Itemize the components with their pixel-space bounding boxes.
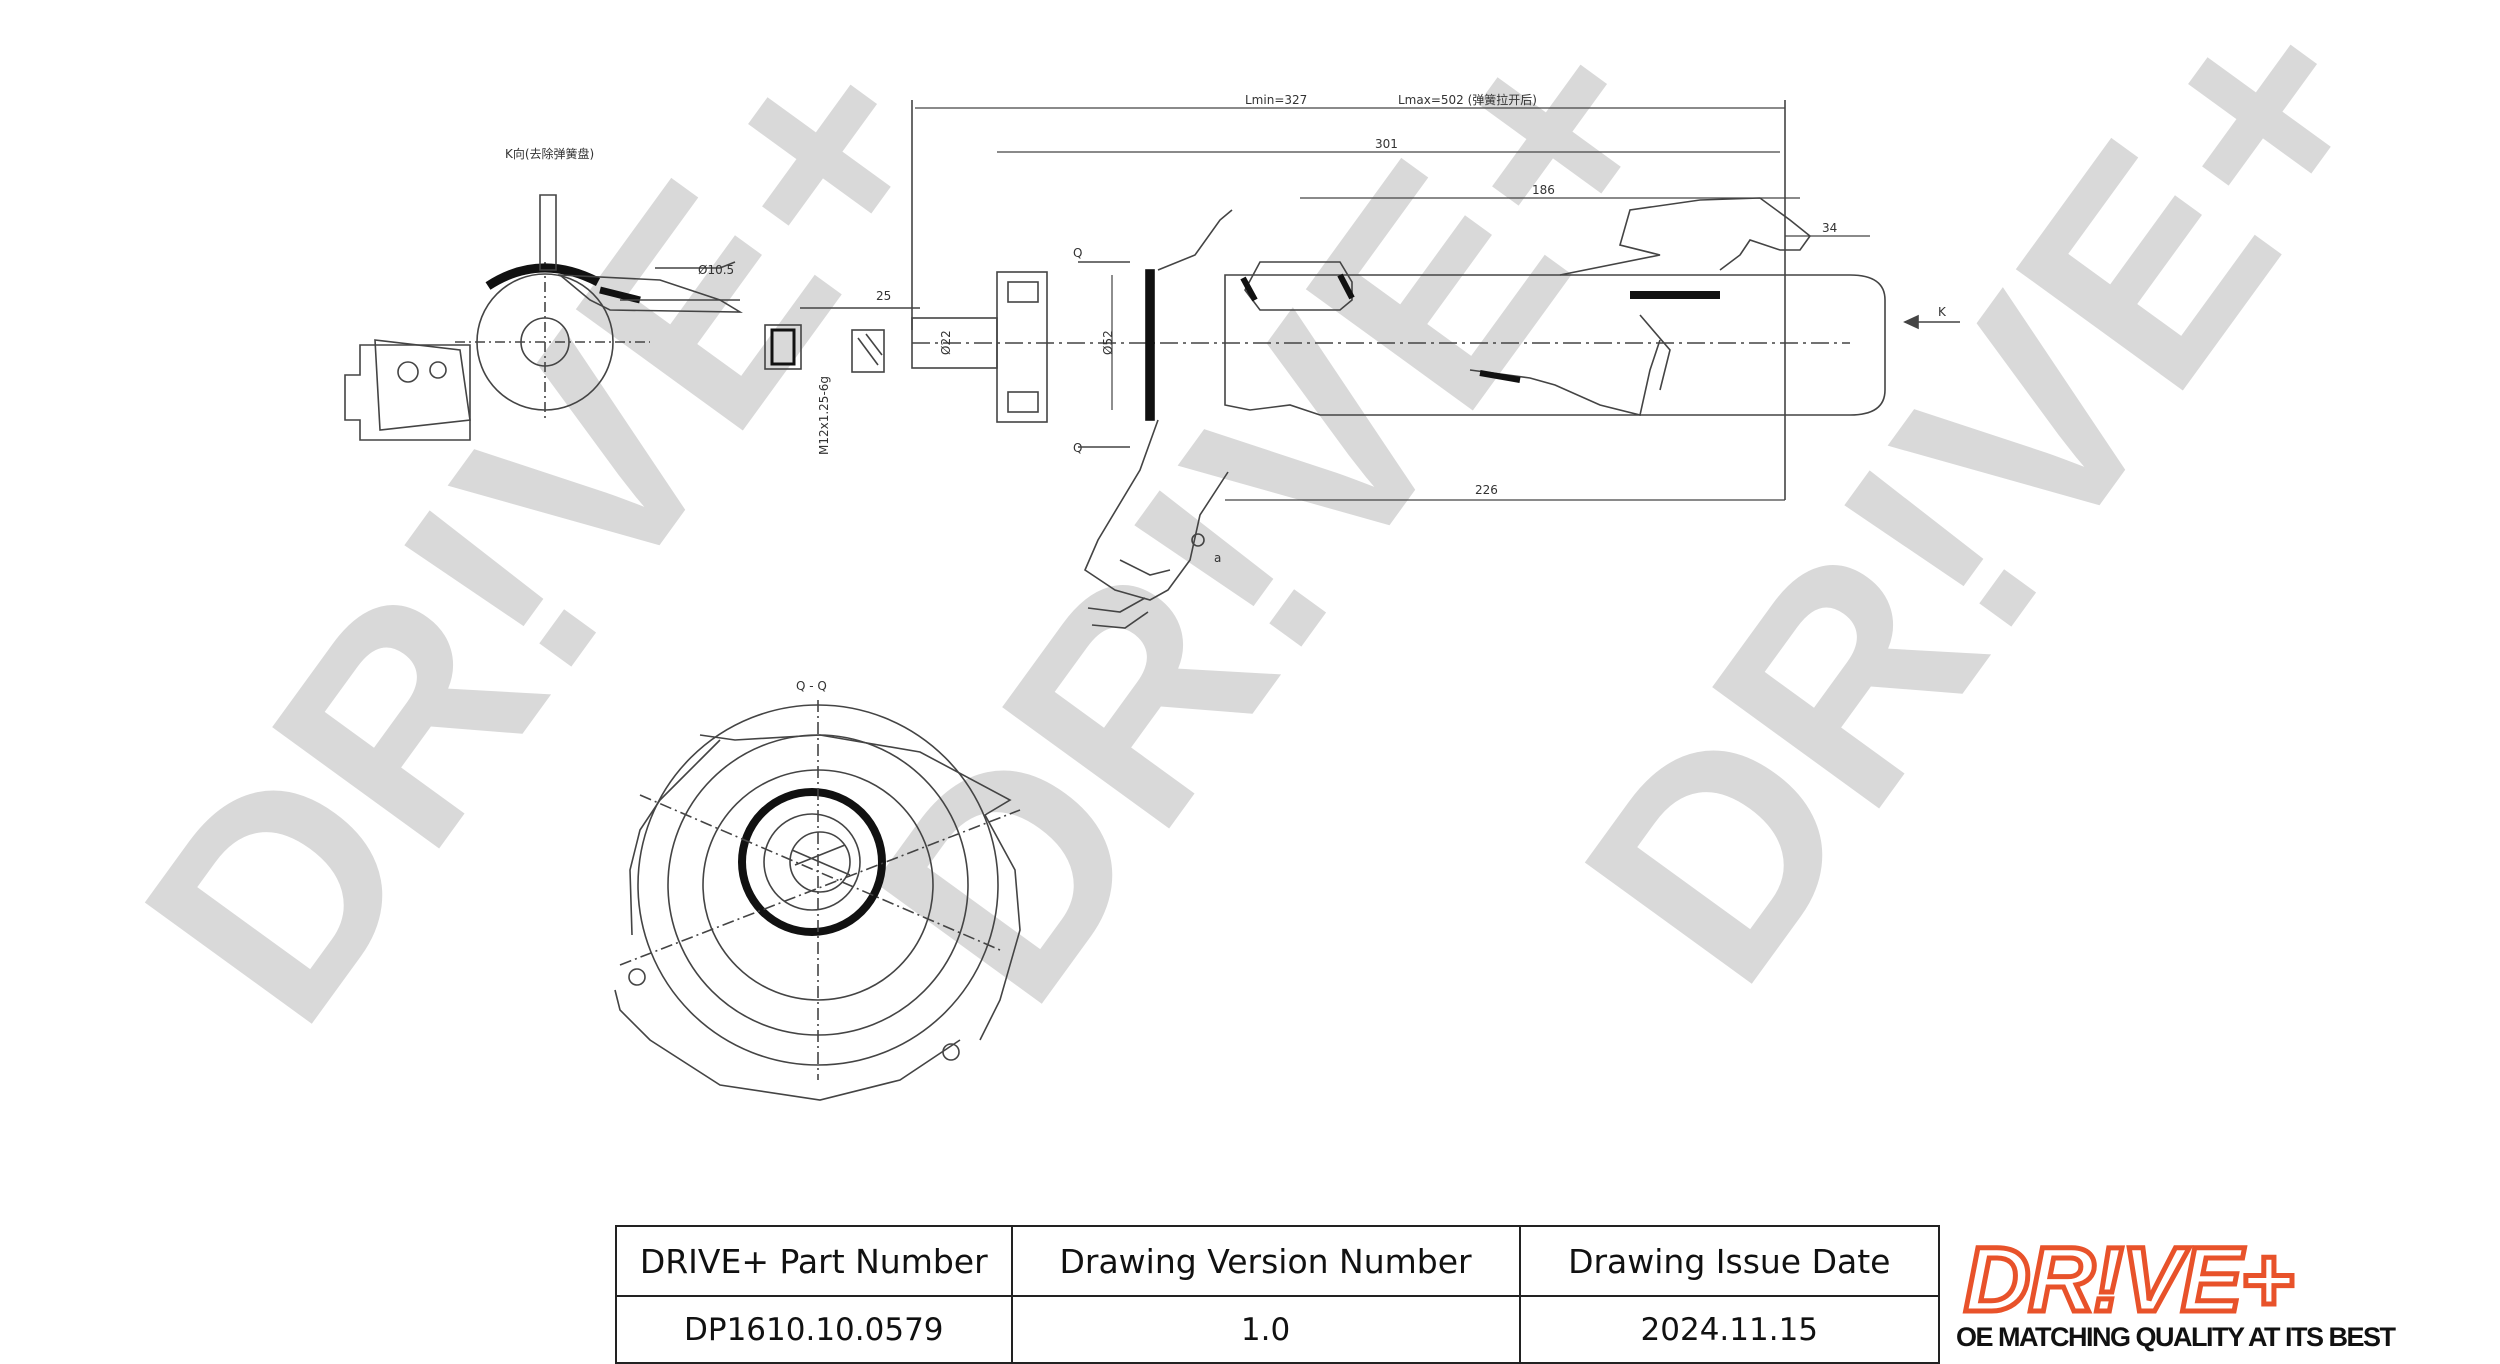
dim-301-label: 301 (1375, 137, 1398, 151)
section-q-q: Q - Q (614, 679, 1021, 1101)
logo-text: DR!VE+ (1964, 1229, 2292, 1325)
issue-date-header: Drawing Issue Date (1518, 1225, 1941, 1297)
strut-body: Lmin=327 Lmax=502 (弹簧拉开后) 301 186 34 Ø22… (911, 92, 1960, 629)
section-q-bottom-label: Q (1073, 441, 1082, 455)
watermarks: DR!VE+ DR!VE+ DR!VE+ (80, 0, 2443, 1078)
issue-date-value: 2024.11.15 (1518, 1295, 1941, 1364)
dia-22-label: Ø22 (939, 330, 953, 355)
version-value: 1.0 (1010, 1295, 1521, 1364)
dim-34-label: 34 (1822, 221, 1837, 235)
dia-52-label: Ø52 (1101, 330, 1115, 355)
thread-label: M12x1.25-6g (817, 376, 831, 455)
brand-logo: DR!VE+ OE MATCHING QUALITY AT ITS BEST (1942, 1225, 2500, 1362)
version-header: Drawing Version Number (1010, 1225, 1521, 1297)
brand-tagline: OE MATCHING QUALITY AT ITS BEST (1956, 1322, 2396, 1352)
label-a: a (1214, 551, 1221, 565)
part-number-value: DP1610.10.0579 (615, 1295, 1013, 1364)
view-k-detail: K向(去除弹簧盘) Ø10.5 (344, 146, 743, 441)
logo-wordmark: DR!VE+ (1962, 1227, 2297, 1326)
dim-226-label: 226 (1475, 483, 1498, 497)
section-title: Q - Q (796, 679, 827, 693)
watermark-left: DR!VE+ (80, 0, 1003, 1078)
title-table: DRIVE+ Part Number Drawing Version Numbe… (615, 1225, 1941, 1364)
part-number-header: DRIVE+ Part Number (615, 1225, 1013, 1297)
dia-10-5-label: Ø10.5 (698, 263, 734, 277)
section-q-top-label: Q (1073, 246, 1082, 260)
arrow-k-label: K (1938, 305, 1947, 319)
lmax-label: Lmax=502 (弹簧拉开后) (1398, 92, 1537, 107)
view-k-label: K向(去除弹簧盘) (505, 146, 594, 161)
lmin-label: Lmin=327 (1245, 93, 1307, 107)
title-block: DRIVE+ Part Number Drawing Version Numbe… (615, 1225, 2500, 1364)
dim-186-label: 186 (1532, 183, 1555, 197)
nut-thread-detail: M12x1.25-6g 25 (764, 289, 920, 455)
dim-25-label: 25 (876, 289, 891, 303)
